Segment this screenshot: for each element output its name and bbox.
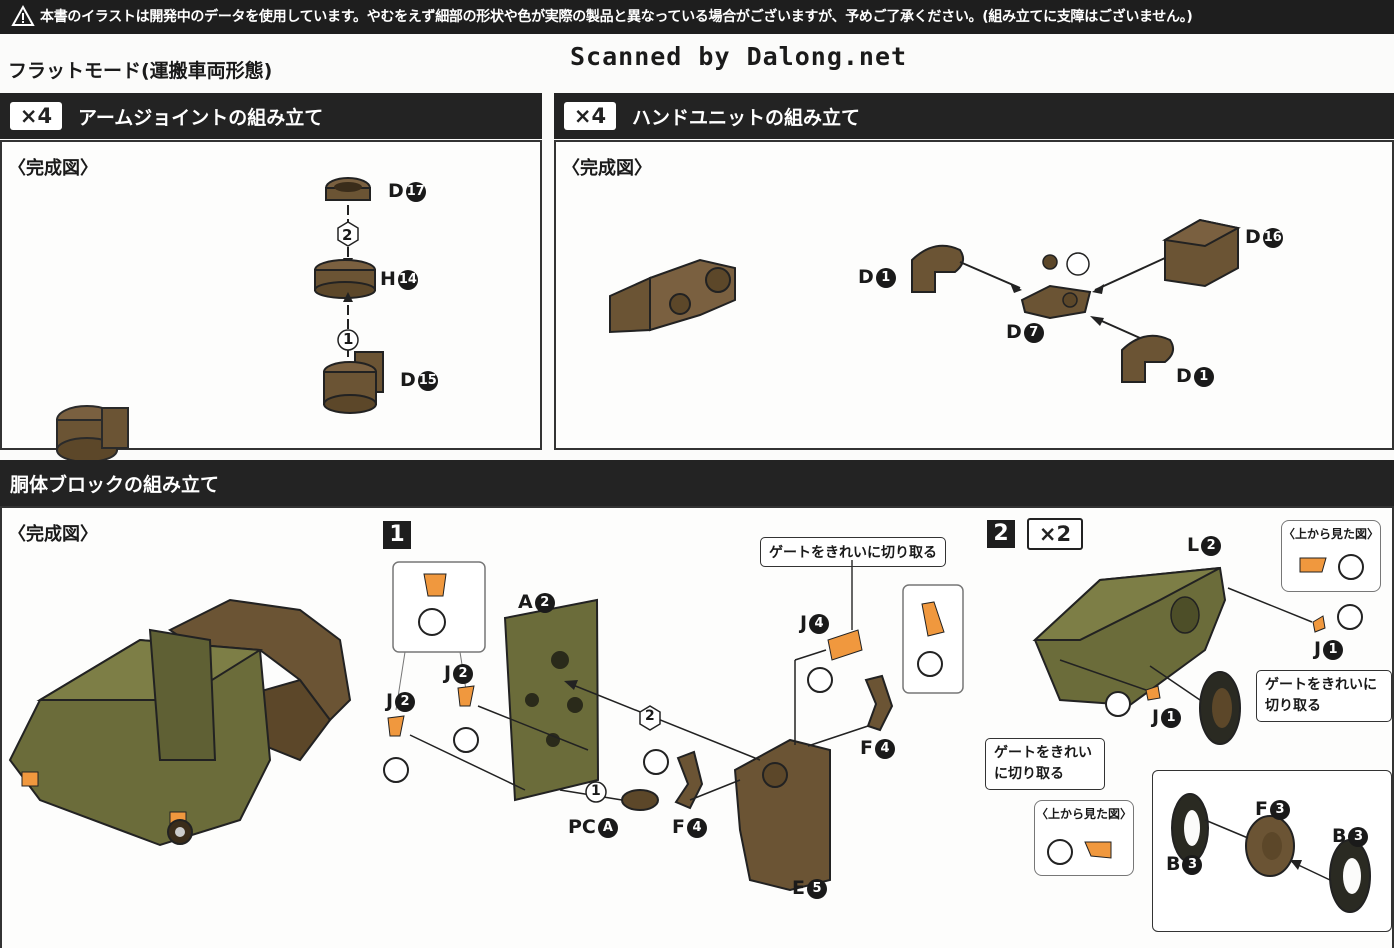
top-view-label-left: 〈上から見た図〉 <box>1035 807 1132 821</box>
step2-gate-note-left: ゲートをきれいに切り取る <box>985 738 1105 790</box>
step1-sub-a: 1 <box>591 783 601 799</box>
mode-title: フラットモード(運搬車両形態) <box>8 60 273 82</box>
arm-step-a: 2 <box>342 226 353 244</box>
step1-number: 1 <box>383 521 411 549</box>
arm-joint-multiplier: ×4 <box>10 102 62 130</box>
arm-joint-title: アームジョイントの組み立て <box>78 107 324 129</box>
step1-gate-note: ゲートをきれいに切り取る <box>760 537 946 567</box>
torso-block-title: 胴体ブロックの組み立て <box>10 474 220 496</box>
arm-step-b: 1 <box>343 330 354 348</box>
top-view-label-right: 〈上から見た図〉 <box>1282 527 1379 541</box>
torso-block-header: 胴体ブロックの組み立て <box>0 460 1394 506</box>
hand-unit-title: ハンドユニットの組み立て <box>632 107 861 129</box>
step2-top-view-left: 〈上から見た図〉 <box>1034 800 1134 876</box>
hand-unit-complete-label: 〈完成図〉 <box>562 158 652 179</box>
notice-text: 本書のイラストは開発中のデータを使用しています。やむをえず細部の形状や色が実際の… <box>40 9 1193 25</box>
step1-sub-b: 2 <box>645 708 655 724</box>
arm-joint-complete-panel: 〈完成図〉 <box>0 140 190 463</box>
hand-unit-assembly-panel <box>788 140 1394 450</box>
step2-gate-note-right: ゲートをきれいに切り取る <box>1256 670 1392 722</box>
notice-bar: 本書のイラストは開発中のデータを使用しています。やむをえず細部の形状や色が実際の… <box>0 0 1394 34</box>
arm-joint-complete-label: 〈完成図〉 <box>8 158 98 179</box>
step2-top-view-right: 〈上から見た図〉 <box>1281 520 1381 592</box>
hand-unit-multiplier: ×4 <box>564 102 616 130</box>
torso-complete-label: 〈完成図〉 <box>8 524 98 545</box>
warning-icon <box>11 4 35 26</box>
hand-unit-header: ×4 ハンドユニットの組み立て <box>554 93 1394 139</box>
arm-joint-header: ×4 アームジョイントの組み立て <box>0 93 542 139</box>
scan-watermark: Scanned by Dalong.net <box>570 42 908 71</box>
step2-number: 2 <box>987 520 1015 548</box>
step2-multiplier: ×2 <box>1027 518 1083 550</box>
